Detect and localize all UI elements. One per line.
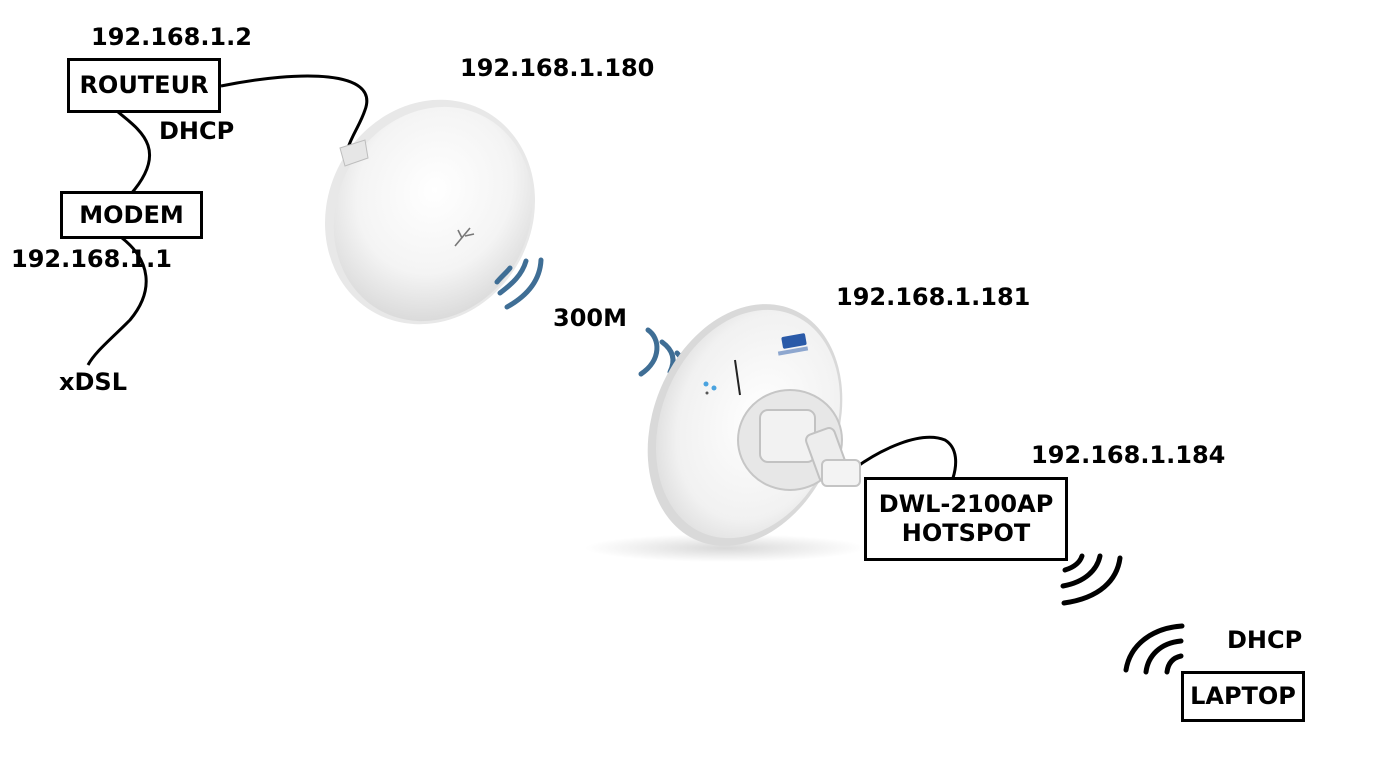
hotspot-model-label: DWL-2100AP xyxy=(878,490,1054,519)
laptop-label: LAPTOP xyxy=(1190,682,1296,711)
wifi-signal-icon xyxy=(494,257,544,310)
cable-antenna-hotspot xyxy=(854,435,958,479)
router-ip-label: 192.168.1.2 xyxy=(91,23,252,51)
wifi-signal-icon xyxy=(1123,623,1185,675)
modem-ip-label: 192.168.1.1 xyxy=(11,245,172,273)
status-led-icon xyxy=(703,381,717,395)
antenna-2-dish xyxy=(585,304,865,562)
wifi-signal-icon xyxy=(1060,553,1123,606)
modem-label: MODEM xyxy=(79,200,184,229)
hotspot-box: DWL-2100AP HOTSPOT xyxy=(864,477,1068,561)
router-box: ROUTEUR xyxy=(67,58,221,113)
cable-router-antenna xyxy=(220,74,369,149)
ubiquiti-logo-icon xyxy=(454,227,475,247)
laptop-dhcp-label: DHCP xyxy=(1227,626,1303,654)
cable-modem-xdsl xyxy=(86,236,148,366)
modem-box: MODEM xyxy=(60,191,203,239)
router-label: ROUTEUR xyxy=(79,71,209,100)
xdsl-label: xDSL xyxy=(59,368,127,396)
link-speed-label: 300M xyxy=(553,304,627,332)
cables xyxy=(86,74,958,479)
antenna-2-ip-label: 192.168.1.181 xyxy=(836,283,1031,311)
router-dhcp-label: DHCP xyxy=(159,117,235,145)
laptop-box: LAPTOP xyxy=(1181,671,1305,722)
brand-badge-icon xyxy=(777,333,809,356)
cable-router-modem xyxy=(117,110,152,196)
hotspot-ip-label: 192.168.1.184 xyxy=(1031,441,1226,469)
antenna-1-dish xyxy=(324,99,536,325)
antenna-1-ip-label: 192.168.1.180 xyxy=(460,54,655,82)
hotspot-label: HOTSPOT xyxy=(901,519,1031,547)
